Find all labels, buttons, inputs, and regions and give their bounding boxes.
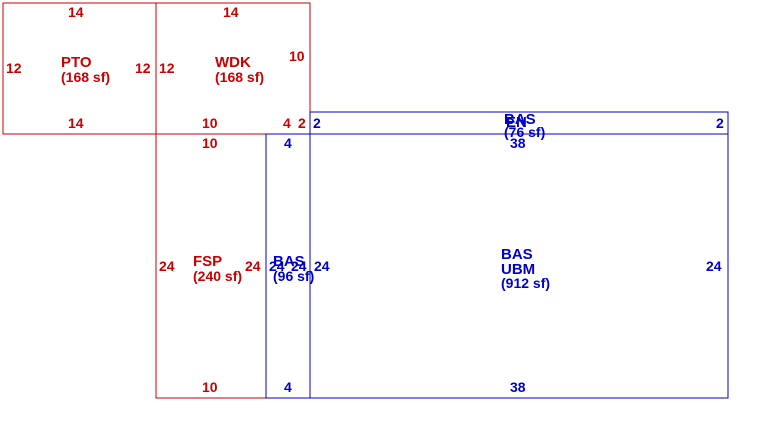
wdk-top-dimension: 14 — [223, 4, 239, 20]
fsp-right-dimension: 24 — [245, 258, 261, 274]
pto-area-label: (168 sf) — [61, 69, 110, 85]
wdk-bottom-dimension-a: 10 — [202, 115, 218, 131]
bas-small-top-dimension: 4 — [284, 135, 292, 151]
wdk-left-dimension: 12 — [159, 60, 175, 76]
wdk-bottom-dimension-c: 2 — [298, 115, 306, 131]
bas-strip-area-label: (76 sf) — [504, 124, 545, 140]
pto-top-dimension: 14 — [68, 4, 84, 20]
bas-small-code-label: BAS — [273, 253, 305, 270]
fsp-top-dimension: 10 — [202, 135, 218, 151]
pto-left-dimension: 12 — [6, 60, 22, 76]
bas-small-area-label: (96 sf) — [273, 268, 314, 284]
bas-strip-bottom-dimension: 38 — [510, 135, 526, 151]
wdk-bottom-dimension-b: 4 — [283, 115, 291, 131]
bas-small-right-dimension: 24 — [291, 258, 307, 274]
wdk-area-label: (168 sf) — [215, 69, 264, 85]
bas-small-bottom-dimension: 4 — [284, 379, 292, 395]
wdk-right-dimension: 10 — [289, 48, 305, 64]
bas-main-code-label-2: UBM — [501, 261, 535, 278]
bas-small-left-dimension: 24 — [269, 258, 285, 274]
fsp-code-label: FSP — [193, 253, 222, 270]
wdk-code-label: WDK — [215, 54, 251, 71]
fsp-left-dimension: 24 — [159, 258, 175, 274]
bas-main-left-dimension: 24 — [314, 258, 330, 274]
bas-strip-left-dimension: 2 — [313, 115, 321, 131]
bas-strip-code-label: BAS — [504, 111, 536, 128]
bas-main-bottom-dimension: 38 — [510, 379, 526, 395]
bas-strip-code-label-2: EN — [506, 114, 527, 131]
fsp-bottom-dimension: 10 — [202, 379, 218, 395]
bas-strip-right-dimension: 2 — [716, 115, 724, 131]
fsp-area-label: (240 sf) — [193, 268, 242, 284]
bas-main-code-label: BAS — [501, 246, 533, 263]
bas-main-area-label: (912 sf) — [501, 275, 550, 291]
bas-main-right-dimension: 24 — [706, 258, 722, 274]
bas-main-outline — [309, 133, 729, 399]
pto-bottom-dimension: 14 — [68, 115, 84, 131]
pto-code-label: PTO — [61, 54, 92, 71]
pto-right-dimension: 12 — [135, 60, 151, 76]
